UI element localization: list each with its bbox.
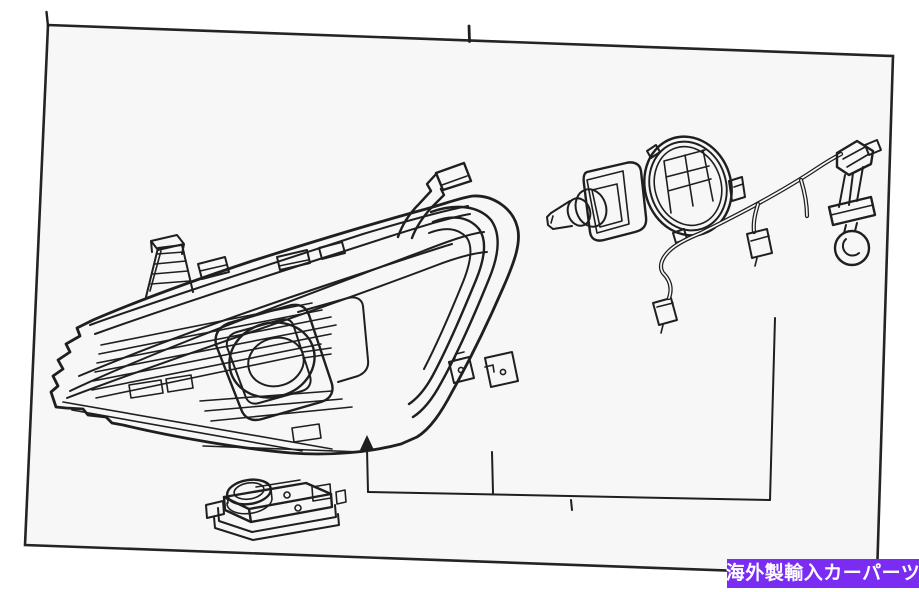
promo-banner: 海外製輸入カーパーツ — [725, 559, 919, 588]
arrow-up-icon — [360, 435, 374, 450]
crop-mark-center-icon — [467, 24, 471, 43]
mounting-arm-drawing — [396, 161, 473, 240]
projector-lens-drawing — [214, 296, 370, 422]
crop-marks — [45, 10, 471, 43]
crop-mark-left-icon — [45, 10, 50, 28]
headlamp-assembly-drawing — [49, 161, 520, 456]
tower-bracket-drawing — [145, 234, 230, 298]
wiring-harness-drawing — [652, 139, 882, 334]
ballast-module-drawing — [205, 478, 347, 541]
promo-banner-text: 海外製輸入カーパーツ — [725, 563, 919, 584]
bulb-drawing — [546, 161, 648, 242]
mounting-clips-drawing — [448, 351, 519, 388]
leader-lines — [360, 317, 776, 511]
